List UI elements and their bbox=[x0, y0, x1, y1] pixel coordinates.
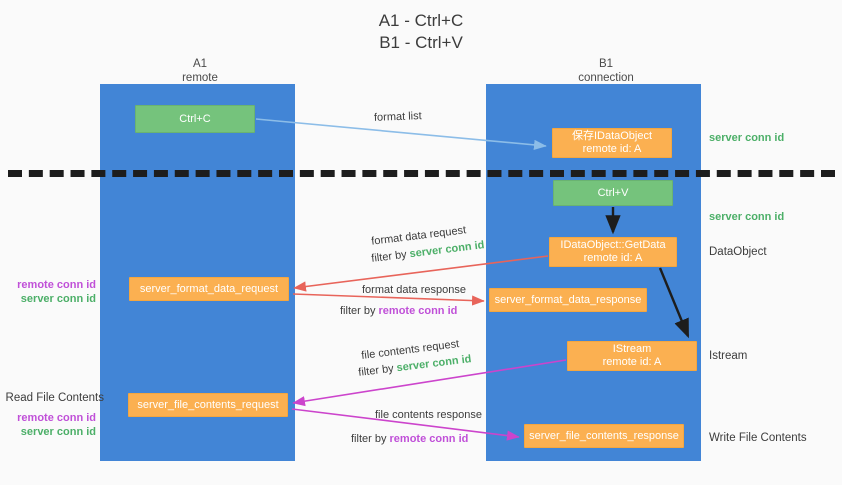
box-istream[interactable]: IStream remote id: A bbox=[567, 341, 697, 371]
filter-prefix-3: filter by bbox=[357, 362, 398, 379]
filter-prefix-1: filter by bbox=[370, 248, 411, 265]
left-label-remote-conn-id-1: remote conn id bbox=[17, 279, 96, 291]
box-server-file-contents-response[interactable]: server_file_contents_response bbox=[524, 424, 684, 448]
edge-label-file-contents-response: file contents response bbox=[375, 409, 483, 421]
filter-value-remote-conn-id-1: remote conn id bbox=[378, 305, 458, 317]
left-label-conn-ids-2: remote conn id server conn id bbox=[0, 411, 96, 439]
column-header-b1: B1 connection bbox=[578, 58, 634, 84]
left-label-conn-ids-1: remote conn id server conn id bbox=[0, 278, 96, 306]
box-server-file-contents-request[interactable]: server_file_contents_request bbox=[128, 393, 288, 417]
filter-value-remote-conn-id-2: remote conn id bbox=[389, 433, 469, 445]
side-label-server-conn-id-2: server conn id bbox=[709, 211, 785, 223]
edge-label-format-data-response-filter: filter by remote conn id bbox=[340, 305, 457, 317]
divider-dashed-line bbox=[8, 170, 835, 177]
box-server-format-data-request[interactable]: server_format_data_request bbox=[129, 277, 289, 301]
side-label-server-conn-id-1: server conn id bbox=[709, 132, 785, 144]
box-save-idataobject[interactable]: 保存IDataObject remote id: A bbox=[552, 128, 672, 158]
left-label-read-file-contents: Read File Contents bbox=[5, 392, 104, 404]
page-title: A1 - Ctrl+C B1 - Ctrl+V bbox=[378, 11, 464, 52]
side-label-write-file-contents: Write File Contents bbox=[709, 432, 807, 444]
box-server-format-data-response[interactable]: server_format_data_response bbox=[489, 288, 647, 312]
box-ctrl-v[interactable]: Ctrl+V bbox=[553, 180, 673, 206]
column-header-a1: A1 remote bbox=[182, 58, 218, 84]
filter-prefix-4: filter by bbox=[351, 433, 390, 445]
side-label-dataobject: DataObject bbox=[709, 246, 767, 258]
side-label-istream: Istream bbox=[709, 350, 748, 362]
box-ctrl-c[interactable]: Ctrl+C bbox=[135, 105, 255, 133]
filter-value-server-conn-id-1: server conn id bbox=[408, 239, 486, 261]
edge-label-format-list: format list bbox=[373, 110, 422, 124]
left-label-remote-conn-id-2: remote conn id bbox=[17, 412, 96, 424]
edge-label-format-data-response: format data response bbox=[362, 284, 466, 296]
edge-label-file-contents-response-filter: filter by remote conn id bbox=[351, 433, 468, 445]
box-idataobject-getdata[interactable]: IDataObject::GetData remote id: A bbox=[549, 237, 677, 267]
left-label-server-conn-id-1: server conn id bbox=[20, 293, 96, 305]
filter-prefix-2: filter by bbox=[340, 305, 379, 317]
left-label-server-conn-id-2: server conn id bbox=[20, 426, 96, 438]
